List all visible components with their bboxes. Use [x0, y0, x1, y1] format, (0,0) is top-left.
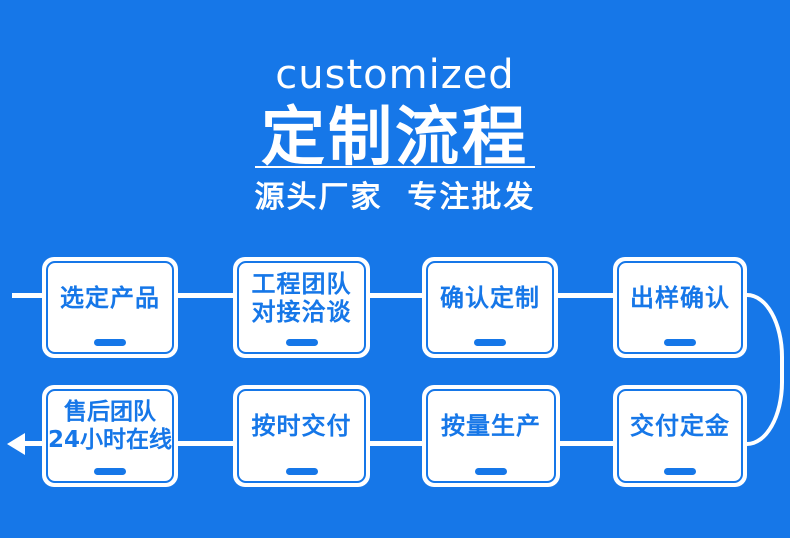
step-underline-dash [94, 468, 126, 475]
flow-curve-connector [747, 293, 784, 446]
flow-step-label: 售后团队 24小时在线 [47, 399, 172, 453]
flow-step-box-4: 出样确认 [613, 257, 747, 358]
connector-row1-step2-step3 [370, 293, 422, 298]
flow-step-box-3: 确认定制 [422, 257, 558, 358]
flow-step-box-7: 按时交付 [233, 385, 370, 487]
page-title: 定制流程 [261, 101, 529, 175]
subtitle-text: 源头厂家 专注批发 [254, 180, 536, 215]
flow-step-label: 按量生产 [441, 412, 541, 440]
title-divider [255, 166, 535, 168]
step-underline-dash [664, 339, 696, 346]
step-underline-dash [94, 339, 126, 346]
step-underline-dash [664, 468, 696, 475]
flow-step-label: 确认定制 [440, 283, 540, 312]
step-underline-dash [285, 468, 318, 475]
connector-row1-step3-step4 [558, 293, 613, 298]
connector-row2-step5-step6 [560, 441, 613, 446]
step-underline-dash [475, 468, 507, 475]
step-underline-dash [285, 339, 318, 346]
flow-step-box-2: 工程团队 对接洽谈 [233, 257, 370, 358]
flow-step-box-6: 按量生产 [422, 385, 560, 487]
eyebrow-text: customized [275, 52, 515, 98]
flow-step-label: 出样确认 [630, 283, 730, 312]
flow-step-box-8: 售后团队 24小时在线 [42, 385, 178, 487]
connector-row1-step1-step2 [178, 293, 233, 298]
flow-step-label: 按时交付 [251, 412, 352, 440]
flow-step-box-5: 交付定金 [613, 385, 747, 487]
left-arrow-icon [7, 433, 25, 455]
connector-row2-step7-step8 [178, 441, 233, 446]
connector-row1-start [12, 293, 42, 298]
flow-step-label: 工程团队 对接洽谈 [251, 269, 352, 326]
flow-step-label: 交付定金 [630, 412, 730, 440]
flow-step-box-1: 选定产品 [42, 257, 178, 358]
connector-row2-step6-step7 [370, 441, 422, 446]
step-underline-dash [474, 339, 506, 346]
connector-row2-end [25, 441, 42, 446]
flow-step-label: 选定产品 [60, 283, 160, 312]
